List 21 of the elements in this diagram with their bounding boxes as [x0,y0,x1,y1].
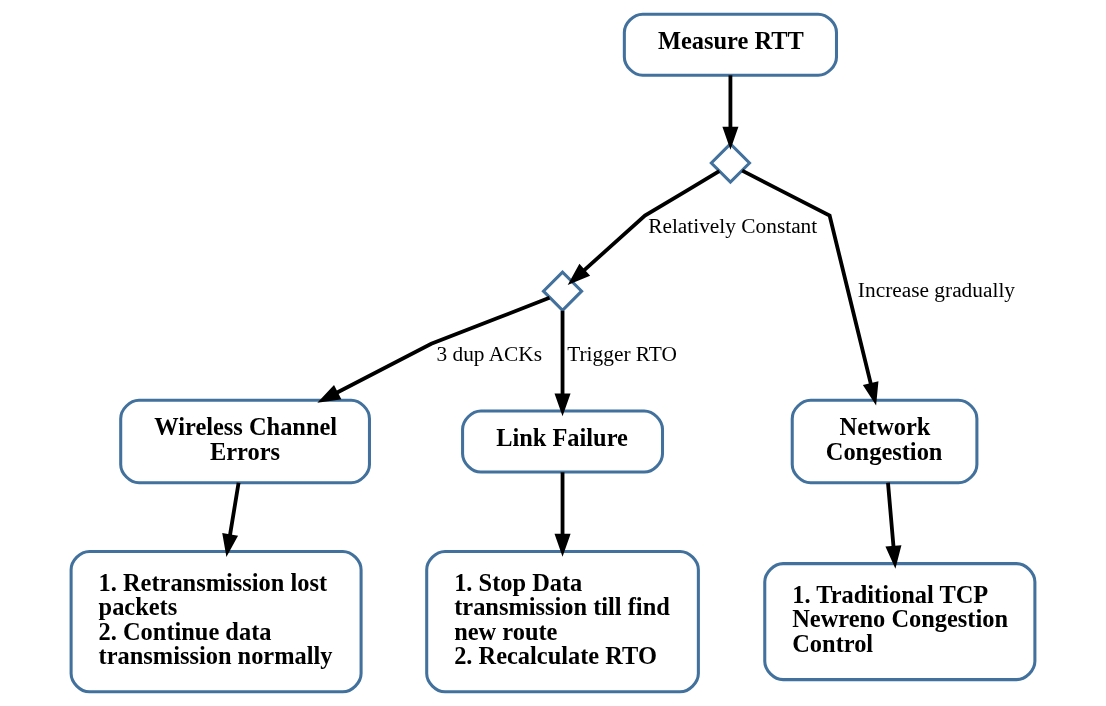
arrow [222,482,241,557]
edge-label: 3 dup ACKs [436,341,543,366]
edge-label: Trigger RTO [567,341,677,366]
node-diamond [709,141,752,185]
edge-label: Relatively Constant [648,213,818,238]
arrow [554,472,571,557]
arrow [317,296,551,403]
arrow [885,482,902,569]
node-diamond [541,269,584,313]
arrow [567,169,721,286]
node-box: Link Failure [461,409,665,474]
edge-label: Increase gradually [857,277,1016,302]
node-box: Network Congestion [790,398,979,485]
arrow [741,168,879,406]
node-box: 1. Retransmission lost packets 2. Continue data transmission normally [69,549,363,694]
node-box: Wireless Channel Errors [119,398,371,485]
arrow [722,75,739,150]
arrow [554,310,571,417]
node-box: 1. Stop Data transmission till find new route 2. Recalculate RTO [425,549,700,694]
node-box: 1. Traditional TCP Newreno Congestion Control [763,562,1037,682]
node-box: Measure RTT [622,12,838,77]
